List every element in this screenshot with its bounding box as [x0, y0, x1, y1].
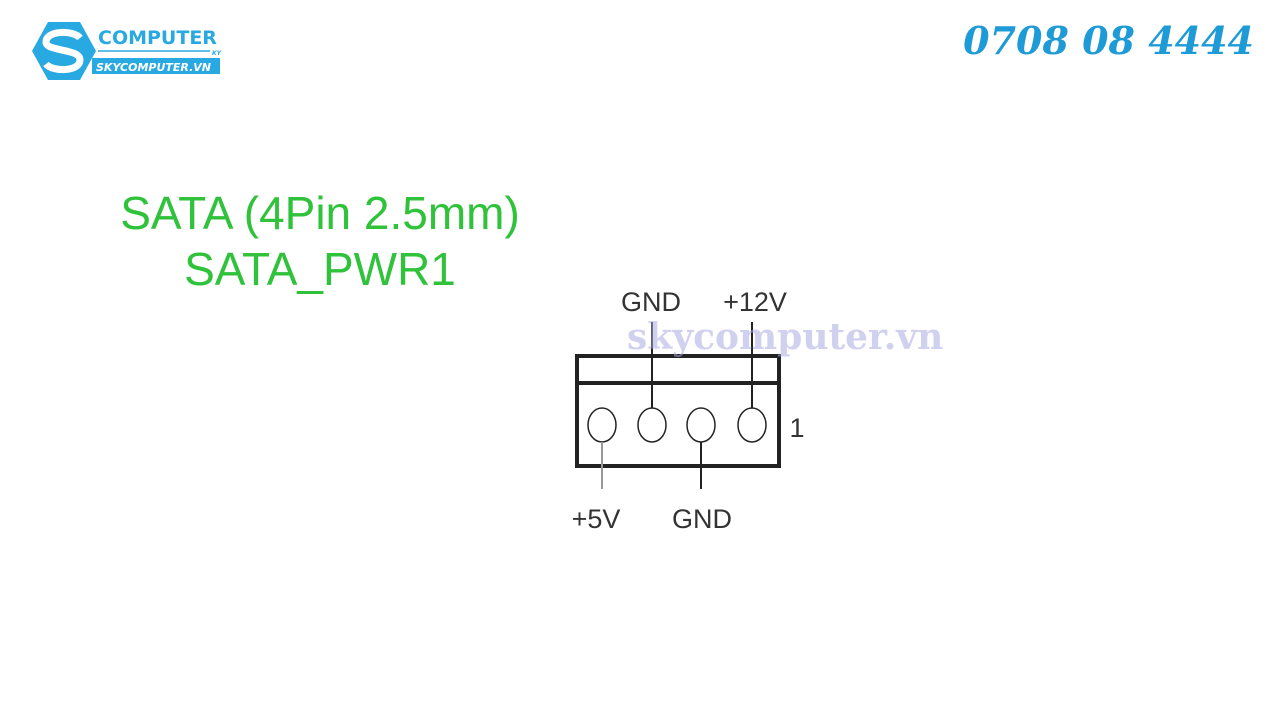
- pin-1: [737, 407, 767, 443]
- svg-text:KY: KY: [212, 50, 222, 57]
- connector-title: SATA (4Pin 2.5mm) SATA_PWR1: [100, 185, 540, 297]
- pin-2: [686, 407, 716, 443]
- label-gnd-bottom: GND: [672, 504, 732, 534]
- svg-text:COMPUTER: COMPUTER: [98, 27, 217, 49]
- watermark: skycomputer.vn: [627, 316, 944, 358]
- label-gnd-top: GND: [621, 287, 681, 317]
- pin1-marker: 1: [789, 413, 804, 443]
- title-line-2: SATA_PWR1: [184, 243, 456, 295]
- label-12v: +12V: [723, 287, 787, 317]
- logo: COMPUTER KY SKYCOMPUTER.VN: [30, 20, 230, 82]
- pin-3: [637, 407, 667, 443]
- connector-body: [575, 354, 781, 468]
- label-5v: +5V: [572, 504, 621, 534]
- title-line-1: SATA (4Pin 2.5mm): [120, 187, 520, 239]
- phone-number: 0708 08 4444: [963, 18, 1254, 63]
- svg-text:SKYCOMPUTER.VN: SKYCOMPUTER.VN: [96, 61, 211, 74]
- pin-4: [587, 407, 617, 443]
